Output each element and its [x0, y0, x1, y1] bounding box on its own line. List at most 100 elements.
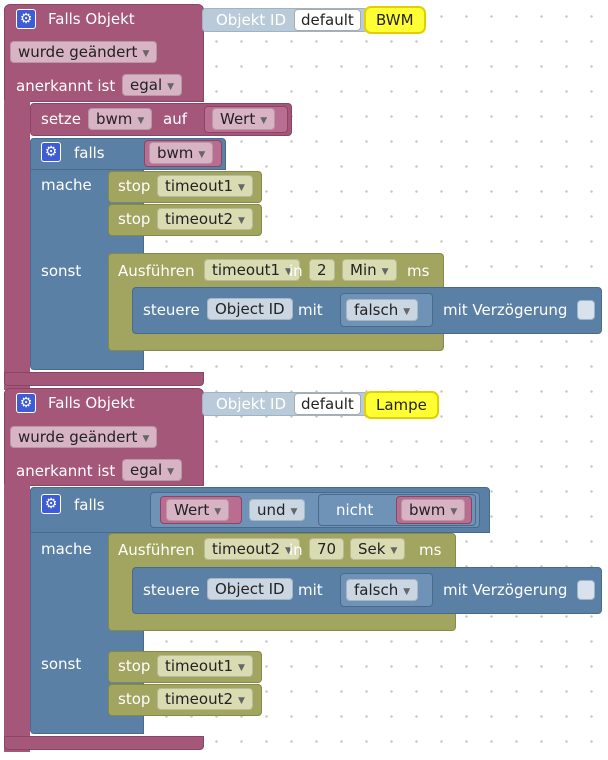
event2-objekt-id-field[interactable]: default — [294, 393, 361, 415]
if1-steuere-mit-label: mit — [298, 301, 323, 319]
event2-trigger-text: wurde geändert — [18, 428, 138, 446]
dropdown-arrow-icon: ▼ — [450, 507, 458, 517]
dropdown-arrow-icon: ▼ — [142, 49, 150, 59]
if2-steuere-label: steuere — [143, 581, 200, 599]
setze-var-text: bwm — [96, 110, 133, 128]
if1-exec-timer-dropdown[interactable]: timeout1 ▼ — [204, 259, 300, 281]
if1-exec-unit-text: Min — [350, 261, 377, 279]
setze-value-dropdown[interactable]: Wert ▼ — [212, 108, 276, 130]
event1-object-name-label: BWM — [364, 6, 426, 34]
dropdown-arrow-icon: ▼ — [238, 216, 245, 226]
event1-ack-dropdown[interactable]: egal▼ — [122, 74, 183, 96]
if2-sonst-label: sonst — [41, 655, 82, 673]
event1-strip — [4, 100, 30, 390]
if2-mache-label: mache — [41, 540, 92, 558]
if2-steuere-mit-label: mit — [298, 581, 323, 599]
if2-steuere-value-text: falsch — [354, 581, 399, 599]
gear-icon[interactable]: ⚙ — [41, 494, 61, 514]
event2-object-name-label: Lampe — [364, 391, 439, 419]
dropdown-arrow-icon: ▼ — [238, 696, 245, 706]
gear-icon[interactable]: ⚙ — [16, 9, 36, 29]
setze-label: setze — [41, 110, 82, 128]
setze-value-text: Wert — [220, 110, 256, 128]
if2-stop1-label: stop — [118, 657, 151, 675]
if2-stop2-dropdown[interactable]: timeout2 ▼ — [157, 688, 253, 710]
event1-header: Falls Objekt — [48, 10, 135, 28]
gear-icon[interactable]: ⚙ — [16, 393, 36, 413]
if2-exec-timer-dropdown[interactable]: timeout2 ▼ — [204, 538, 300, 560]
if2-stop2-label: stop — [118, 690, 151, 708]
if2-exec-label: Ausführen — [118, 541, 195, 559]
dropdown-arrow-icon: ▼ — [390, 546, 398, 556]
if2-exec-unit-text: Sek — [358, 540, 386, 558]
dropdown-arrow-icon: ▼ — [403, 587, 411, 597]
setze-auf-label: auf — [163, 110, 187, 128]
event2-ack-label: anerkannt ist — [16, 462, 116, 480]
if1-steuere-value-text: falsch — [354, 301, 399, 319]
dropdown-arrow-icon: ▼ — [238, 183, 245, 193]
event2-trigger-dropdown[interactable]: wurde geändert▼ — [10, 426, 158, 448]
if2-exec-timer-text: timeout2 — [212, 540, 280, 558]
event2-footer — [4, 736, 204, 750]
if1-condition-text: bwm — [157, 144, 194, 162]
if1-exec-number-field[interactable]: 2 — [309, 259, 335, 281]
dropdown-arrow-icon: ▼ — [198, 150, 206, 160]
event1-trigger-dropdown[interactable]: wurde geändert ▼ — [10, 41, 158, 63]
dropdown-arrow-icon: ▼ — [238, 663, 245, 673]
if1-stop1-text: timeout1 — [165, 177, 233, 195]
dropdown-arrow-icon: ▼ — [381, 267, 389, 277]
if1-falls-label: falls — [74, 144, 105, 162]
if2-exec-number-field[interactable]: 70 — [309, 538, 345, 560]
if1-exec-timer-text: timeout1 — [212, 261, 280, 279]
if2-exec-in-label: in — [289, 541, 303, 559]
if1-steuere-value-dropdown[interactable]: falsch ▼ — [346, 299, 419, 321]
if1-stop1-label: stop — [118, 177, 151, 195]
if1-steuere-label: steuere — [143, 301, 200, 319]
if2-stop1-text: timeout1 — [165, 657, 233, 675]
if1-exec-label: Ausführen — [118, 262, 195, 280]
event1-ack-label: anerkannt ist — [16, 77, 116, 95]
dropdown-arrow-icon: ▼ — [167, 467, 175, 477]
if1-stop1-dropdown[interactable]: timeout1 ▼ — [157, 175, 253, 197]
if1-exec-ms-label: ms — [407, 262, 430, 280]
dropdown-arrow-icon: ▼ — [290, 507, 298, 517]
if2-cond-right-dropdown[interactable]: bwm ▼ — [401, 499, 466, 521]
if2-cond-op-dropdown[interactable]: und▼ — [249, 499, 306, 521]
gear-icon[interactable]: ⚙ — [41, 142, 61, 162]
if2-steuere-value-dropdown[interactable]: falsch ▼ — [346, 579, 419, 601]
if1-exec-in-label: in — [289, 262, 303, 280]
if2-falls-label: falls — [74, 496, 105, 514]
setze-var-dropdown[interactable]: bwm▼ — [88, 108, 153, 130]
if2-exec-ms-label: ms — [419, 541, 442, 559]
dropdown-arrow-icon: ▼ — [285, 546, 292, 556]
event2-strip — [4, 484, 30, 752]
if1-exec-unit-dropdown[interactable]: Min ▼ — [342, 259, 397, 281]
dropdown-arrow-icon: ▼ — [403, 307, 411, 317]
if1-steuere-oid-field[interactable]: Object ID — [207, 298, 293, 320]
event2-objekt-id-label: Objekt ID — [216, 395, 287, 413]
if2-cond-right-text: bwm — [409, 501, 446, 519]
if2-stop1-dropdown[interactable]: timeout1 ▼ — [157, 655, 253, 677]
if2-steuere-oid-field[interactable]: Object ID — [207, 578, 293, 600]
event1-footer — [4, 372, 204, 386]
if2-steuere-delay-checkbox[interactable] — [577, 580, 595, 600]
dropdown-arrow-icon: ▼ — [285, 267, 292, 277]
if2-cond-left-dropdown[interactable]: Wert▼ — [166, 499, 230, 521]
if1-stop2-text: timeout2 — [165, 210, 233, 228]
event1-trigger-text: wurde geändert — [18, 43, 138, 61]
if2-stop2-text: timeout2 — [165, 690, 233, 708]
if1-steuere-delay-checkbox[interactable] — [577, 300, 595, 320]
if1-condition-dropdown[interactable]: bwm ▼ — [149, 142, 214, 164]
event2-header: Falls Objekt — [48, 394, 135, 412]
if1-stop2-label: stop — [118, 210, 151, 228]
if2-cond-not-label: nicht — [336, 501, 374, 519]
if1-stop2-dropdown[interactable]: timeout2 ▼ — [157, 208, 253, 230]
if2-steuere-delay-label: mit Verzögerung — [443, 581, 568, 599]
if1-mache-label: mache — [41, 176, 92, 194]
event1-objekt-id-field[interactable]: default — [294, 9, 361, 31]
dropdown-arrow-icon: ▼ — [167, 82, 175, 92]
if2-exec-unit-dropdown[interactable]: Sek ▼ — [350, 538, 406, 560]
event2-ack-dropdown[interactable]: egal▼ — [122, 459, 183, 481]
dropdown-arrow-icon: ▼ — [260, 116, 268, 126]
